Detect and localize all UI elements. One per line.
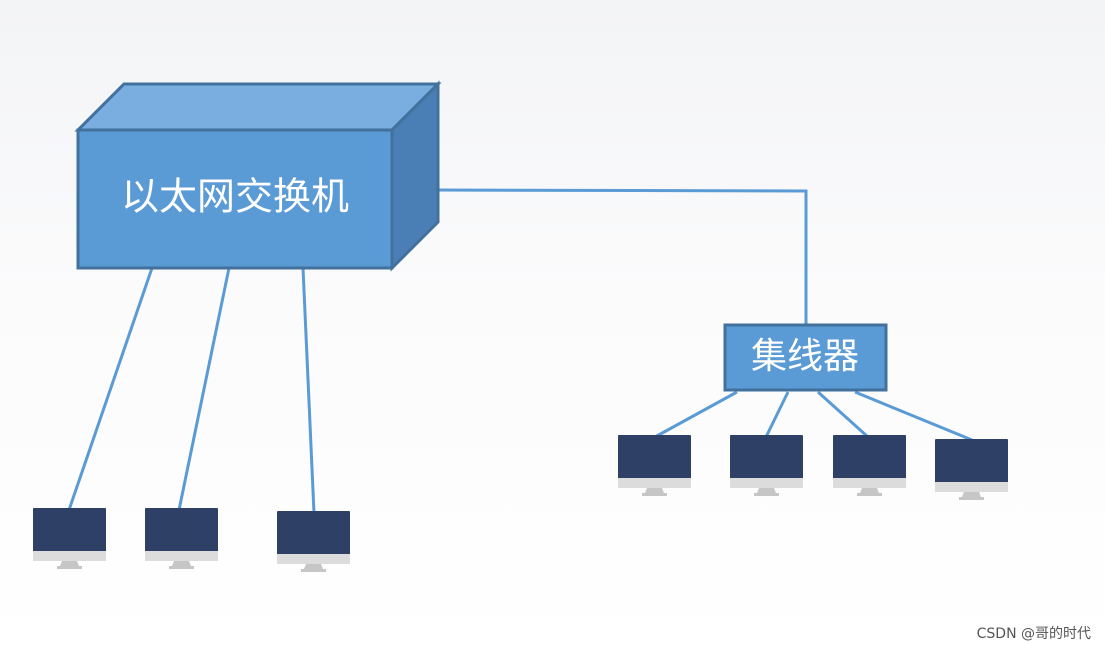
hub-host-link [654, 390, 738, 439]
switch-front-face [76, 128, 394, 270]
monitor-icon [833, 435, 906, 496]
monitor-icon [145, 508, 218, 569]
hub-label: 集线器 [751, 336, 859, 377]
monitor-icon [277, 511, 350, 572]
watermark: CSDN @哥的时代 [976, 626, 1091, 642]
hub-host-link [854, 390, 973, 442]
host-computers [33, 435, 1008, 572]
switch-to-hub-link [432, 188, 808, 326]
switch-top-face [74, 82, 442, 132]
switch-host-link [301, 267, 316, 514]
hub-host-link [764, 391, 790, 438]
ethernet-switch: 以太网交换机 [74, 80, 442, 272]
hub-box [723, 323, 888, 392]
monitor-icon [935, 439, 1008, 500]
hub-host-link [816, 390, 870, 439]
switch-host-link [67, 267, 154, 511]
switch-host-link [177, 267, 231, 511]
monitor-icon [730, 435, 803, 496]
hub: 集线器 [723, 323, 888, 392]
connection-lines [67, 188, 973, 514]
switch-label: 以太网交换机 [121, 175, 349, 219]
monitor-icon [33, 508, 106, 569]
monitor-icon [618, 435, 691, 496]
